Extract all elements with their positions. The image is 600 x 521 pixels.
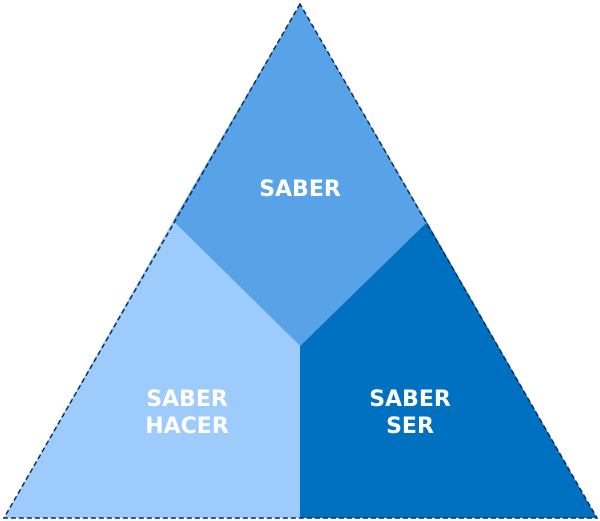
label-saber-hacer-line1: SABER bbox=[146, 387, 228, 412]
label-saber-ser-line1: SABER bbox=[369, 387, 451, 412]
label-saber-ser-line2: SER bbox=[386, 414, 434, 439]
segment-saber bbox=[173, 4, 427, 346]
label-saber-hacer-line2: HACER bbox=[145, 414, 229, 439]
segment-saber-hacer bbox=[4, 221, 300, 518]
label-saber: SABER bbox=[259, 177, 341, 202]
segment-saber-ser bbox=[300, 222, 597, 518]
